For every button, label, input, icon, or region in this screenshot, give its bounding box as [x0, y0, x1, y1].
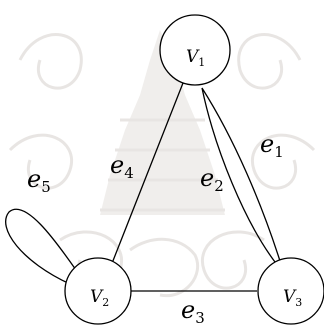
watermark-ornament [8, 30, 316, 298]
edge-label-e1: e1 [260, 130, 284, 161]
edges [5, 82, 281, 292]
vertex-label-v3: V3 [283, 287, 302, 309]
edge-e5 [5, 208, 77, 285]
edge-label-e4: e4 [110, 151, 134, 182]
vertex-label-v1: V1 [186, 47, 205, 69]
edge-e4 [106, 82, 184, 277]
vertex-v2 [64, 257, 132, 325]
edge-label-e5: e5 [27, 165, 51, 196]
edge-e1 [201, 87, 281, 262]
edge-label-e2: e2 [200, 164, 224, 195]
vertex-v1 [159, 14, 231, 86]
vertices [64, 14, 324, 325]
vertex-label-v2: V2 [90, 287, 109, 309]
vertex-v3 [257, 257, 324, 325]
edge-e2 [201, 87, 276, 263]
edge-label-e3: e3 [181, 296, 205, 326]
